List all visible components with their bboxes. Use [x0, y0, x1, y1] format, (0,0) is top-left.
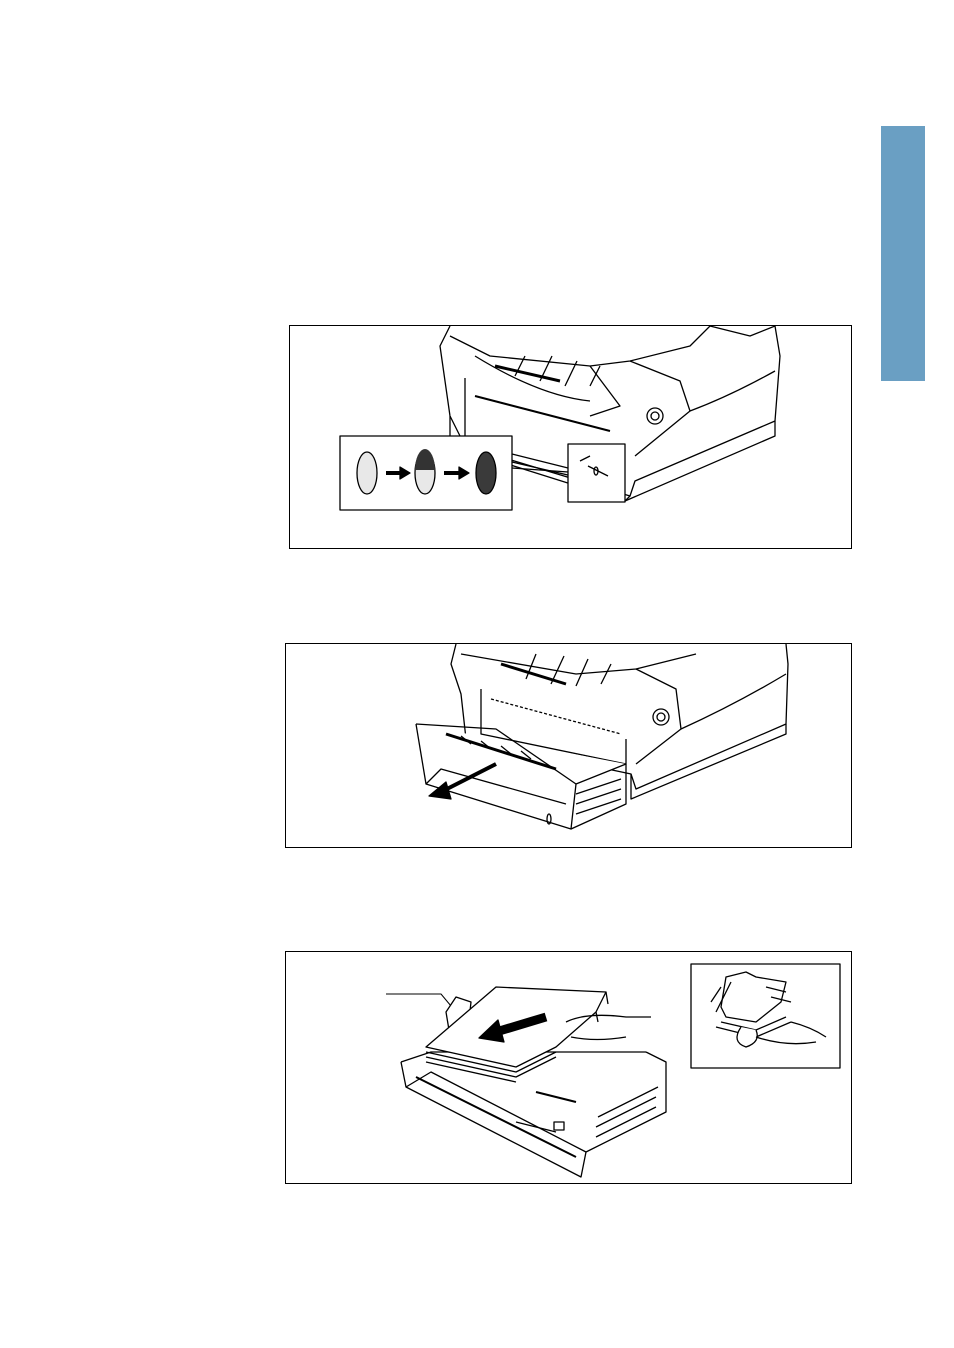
level-empty-icon — [476, 452, 496, 494]
level-full-icon — [357, 452, 377, 494]
printer-with-level-indicator-icon — [290, 326, 851, 548]
load-paper-into-tray-icon — [286, 952, 851, 1183]
chapter-side-tab — [881, 126, 925, 381]
level-half-icon — [415, 449, 435, 494]
figure-pull-out-paper-tray — [285, 643, 852, 848]
figure-paper-level-indicator — [289, 325, 852, 549]
pull-out-paper-tray-icon — [286, 644, 851, 847]
figure-load-paper-into-tray — [285, 951, 852, 1184]
